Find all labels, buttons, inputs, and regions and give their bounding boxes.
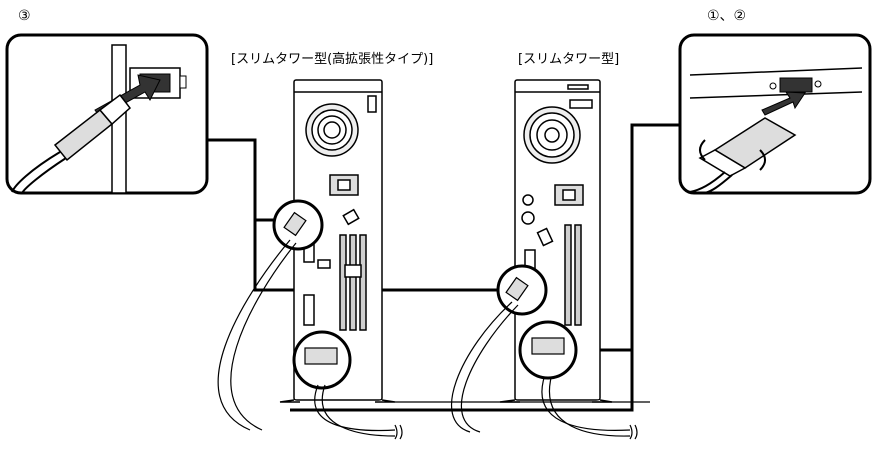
step-1-2-label: ①、②	[707, 8, 747, 24]
cables	[217, 239, 638, 440]
callout-usb-box	[5, 33, 209, 195]
tower-slim-label: [スリムタワー型]	[518, 52, 620, 67]
callout-display-box	[678, 33, 872, 195]
tower-high-expansion	[279, 79, 396, 403]
step-3-label: ③	[18, 8, 31, 24]
callout-lines	[207, 123, 690, 412]
tower-slim	[499, 79, 613, 403]
port-highlight-details	[283, 211, 565, 365]
tower-high-expansion-label: [スリムタワー型(高拡張性タイプ)]	[231, 52, 434, 67]
